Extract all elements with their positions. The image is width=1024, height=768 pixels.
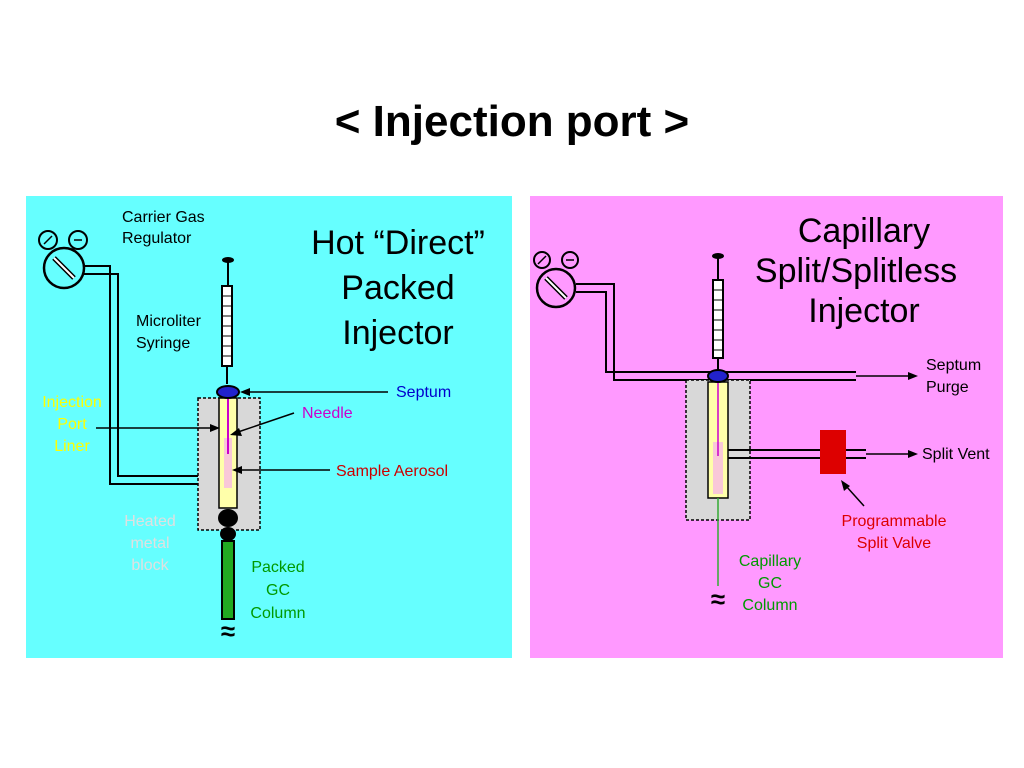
- heated-block-label-line-2: metal: [130, 535, 169, 552]
- packed-injector-diagram: Hot “Direct” Packed Injector Carrier Gas…: [38, 209, 485, 646]
- valve-arrow-icon: [841, 480, 850, 491]
- liner-arrow-icon: [210, 424, 220, 432]
- septum-disc: [707, 369, 729, 383]
- split-valve: [820, 430, 846, 474]
- carrier-gas-line: [84, 265, 218, 485]
- split-valve-label-line-1: Programmable: [842, 513, 947, 530]
- sample-arrow-icon: [232, 466, 242, 474]
- pressure-gauge-icon: [533, 251, 579, 309]
- syringe-icon: [221, 257, 234, 384]
- septum-purge-label-line-2: Purge: [926, 379, 969, 396]
- septum-purge-line: [726, 371, 856, 381]
- liner-label-line-2: Port: [57, 416, 87, 433]
- packed-injector-panel: Hot “Direct” Packed Injector Carrier Gas…: [26, 196, 512, 658]
- sample-aerosol: [224, 438, 232, 488]
- split-valve-label-line-2: Split Valve: [857, 535, 932, 552]
- syringe-label-line-2: Syringe: [136, 335, 190, 352]
- column-continuation-wave: ≈: [711, 584, 725, 614]
- split-vent-arrow-icon: [908, 450, 918, 458]
- capillary-injector-panel: Capillary Split/Splitless Injector Septu…: [530, 196, 1003, 658]
- heated-block-label-line-1: Heated: [124, 513, 176, 530]
- heated-block-label-line-3: block: [131, 557, 169, 574]
- septum-purge-label-line-1: Septum: [926, 357, 981, 374]
- packed-column-label-line-1: Packed: [251, 559, 304, 576]
- split-vent-label: Split Vent: [922, 446, 990, 463]
- liner-label-line-1: Injection: [42, 394, 102, 411]
- pressure-gauge-icon: [38, 230, 88, 290]
- column-ferrule: [220, 527, 236, 541]
- liner-label-line-3: Liner: [54, 438, 90, 455]
- needle-arrow-icon: [230, 428, 242, 436]
- carrier-gas-line: [576, 283, 716, 381]
- heading-line-3: Injector: [342, 314, 454, 352]
- needle-label: Needle: [302, 405, 353, 422]
- septum-arrow-icon: [240, 388, 250, 396]
- heading-line-2: Split/Splitless: [755, 252, 957, 290]
- sample-aerosol: [713, 442, 723, 494]
- septum-label: Septum: [396, 384, 451, 401]
- heading-line-2: Packed: [341, 269, 454, 307]
- sample-aerosol-label: Sample Aerosol: [336, 463, 448, 480]
- capillary-column-label-line-2: GC: [758, 575, 782, 592]
- slide-title: < Injection port >: [334, 97, 690, 146]
- syringe-label-line-1: Microliter: [136, 313, 202, 330]
- carrier-gas-label-line-2: Regulator: [122, 230, 192, 247]
- column-nut: [218, 509, 238, 527]
- syringe-icon: [712, 253, 724, 374]
- carrier-gas-label-line-1: Carrier Gas: [122, 209, 205, 226]
- column-continuation-wave: ≈: [221, 616, 235, 646]
- septum-purge-arrow-icon: [908, 372, 918, 380]
- split-vent-line: [728, 449, 866, 459]
- packed-column: [221, 540, 235, 620]
- packed-column-label-line-3: Column: [250, 605, 305, 622]
- packed-column-label-line-2: GC: [266, 582, 290, 599]
- septum-disc: [216, 385, 240, 399]
- capillary-column-label-line-3: Column: [742, 597, 797, 614]
- heading-line-1: Capillary: [798, 212, 930, 250]
- capillary-injector-diagram: Capillary Split/Splitless Injector Septu…: [533, 212, 990, 614]
- heading-line-3: Injector: [808, 292, 920, 330]
- capillary-column-label-line-1: Capillary: [739, 553, 801, 570]
- heading-line-1: Hot “Direct”: [311, 224, 485, 262]
